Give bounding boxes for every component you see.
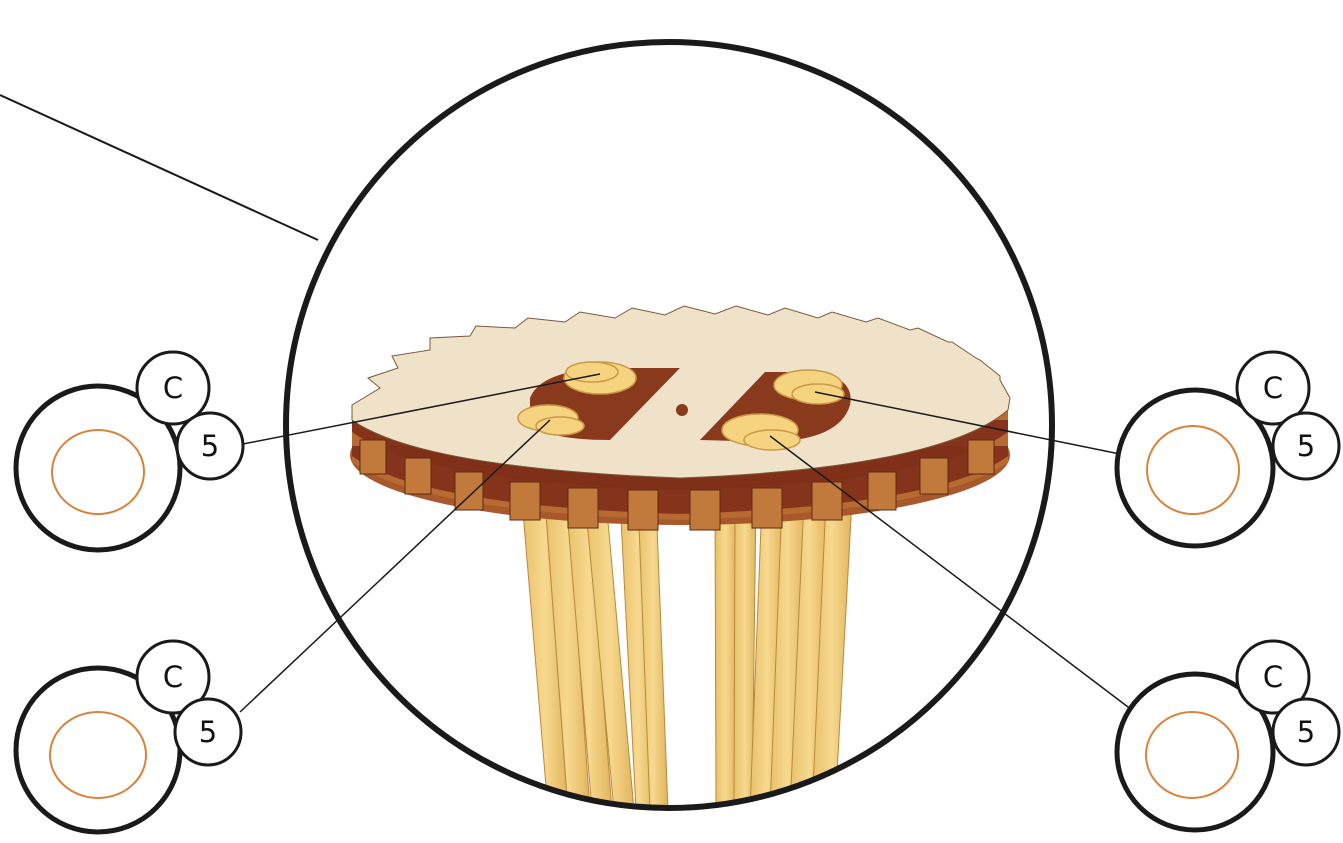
strand-bundle xyxy=(522,500,852,810)
callout-letter: C xyxy=(163,371,183,405)
callout-number: 5 xyxy=(201,429,219,463)
callout-top-right: C 5 xyxy=(1117,352,1339,546)
callout-number: 5 xyxy=(1297,715,1315,749)
callout-number: 5 xyxy=(1297,429,1315,463)
magnified-detail xyxy=(350,306,1010,810)
callout-top-left: C 5 xyxy=(16,352,243,550)
callout-letter: C xyxy=(163,660,183,694)
callout-bottom-right: C 5 xyxy=(1117,641,1339,830)
callout-letter: C xyxy=(1263,660,1283,694)
callout-letter: C xyxy=(1263,371,1283,405)
callout-number: 5 xyxy=(199,715,217,749)
callout-bottom-left: C 5 xyxy=(16,641,241,832)
magnifier-leader-line xyxy=(0,95,318,240)
